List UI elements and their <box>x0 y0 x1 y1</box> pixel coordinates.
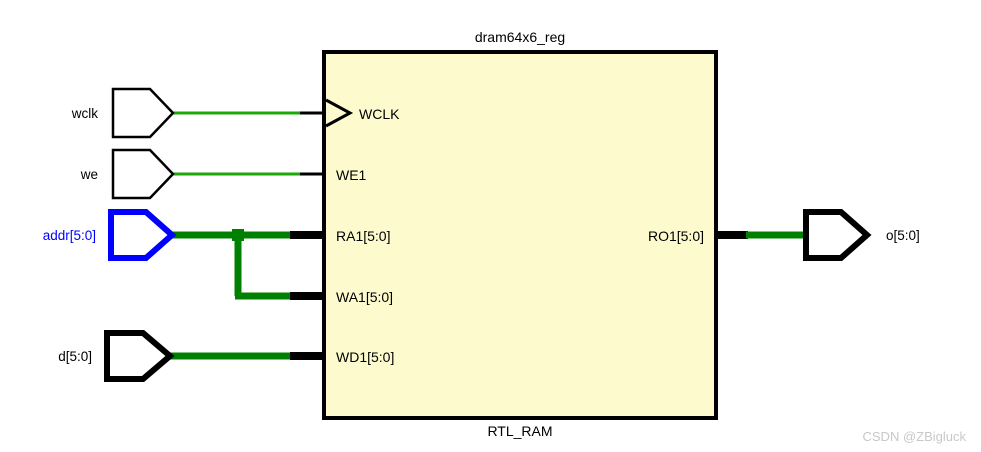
block-port-wd1: WD1[5:0] <box>336 349 394 365</box>
block-port-ra1-label: RA1[5:0] <box>336 228 390 244</box>
ram-block-group[interactable] <box>322 50 718 420</box>
block-type-label: RTL_RAM <box>487 423 552 439</box>
input-pin-we[interactable]: we <box>80 148 175 200</box>
ram-block-body[interactable] <box>322 50 718 420</box>
input-pin-addr-label: addr[5:0] <box>43 228 96 243</box>
input-pin-d-shape[interactable] <box>104 330 175 382</box>
net-addr[interactable] <box>172 229 324 300</box>
block-port-ra1: RA1[5:0] <box>336 228 390 244</box>
input-pin-addr[interactable]: addr[5:0] <box>43 209 177 261</box>
block-title: dram64x6_reg <box>475 29 565 45</box>
output-pin-o[interactable]: o[5:0] <box>803 209 920 261</box>
block-port-we1-label: WE1 <box>336 167 367 183</box>
block-port-wclk-label: WCLK <box>359 106 400 122</box>
input-pin-d-label: d[5:0] <box>58 349 92 364</box>
input-pin-we-label: we <box>80 167 98 182</box>
net-addr-junction-dot <box>232 229 244 241</box>
input-pin-wclk-label: wclk <box>71 106 98 121</box>
watermark-text: CSDN @ZBigluck <box>863 429 967 444</box>
block-port-ro1-label: RO1[5:0] <box>648 228 704 244</box>
block-port-wd1-label: WD1[5:0] <box>336 349 394 365</box>
block-port-wclk: WCLK <box>325 98 400 128</box>
input-pin-wclk-shape[interactable] <box>111 87 175 139</box>
block-port-ro1: RO1[5:0] <box>648 228 704 244</box>
input-pin-addr-shape[interactable] <box>108 209 177 261</box>
block-port-we1: WE1 <box>336 167 367 183</box>
input-pin-we-shape[interactable] <box>111 148 175 200</box>
input-pin-d[interactable]: d[5:0] <box>58 330 175 382</box>
output-pin-o-label: o[5:0] <box>886 228 920 243</box>
block-port-wa1-label: WA1[5:0] <box>336 289 393 305</box>
input-pin-wclk[interactable]: wclk <box>71 87 175 139</box>
block-port-wa1: WA1[5:0] <box>336 289 393 305</box>
clock-triangle-icon <box>325 98 354 128</box>
output-pin-o-shape[interactable] <box>803 209 872 261</box>
